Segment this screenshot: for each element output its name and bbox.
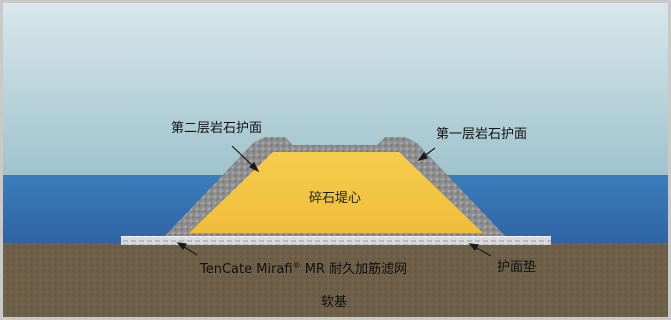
label-toe-mat: 护面垫 <box>497 260 537 275</box>
registered-mark: ® <box>292 261 301 270</box>
label-secondary-armour: 第二层岩石护面 <box>171 121 263 136</box>
leader-secondary-armour <box>231 145 256 169</box>
label-soft-foundation: 软基 <box>321 295 348 310</box>
soft-foundation <box>3 243 668 317</box>
label-core: 碎石堤心 <box>309 191 362 206</box>
filter-fabric <box>121 237 551 245</box>
cross-section-illustration <box>3 3 668 317</box>
breakwater-core <box>189 152 483 233</box>
label-primary-armour: 第一层岩石护面 <box>436 127 528 142</box>
label-filter-fabric: TenCate Mirafi® MR 耐久加筋滤网 <box>200 261 408 277</box>
filter-brand: TenCate Mirafi <box>200 262 293 277</box>
filter-suffix: MR 耐久加筋滤网 <box>300 262 408 277</box>
